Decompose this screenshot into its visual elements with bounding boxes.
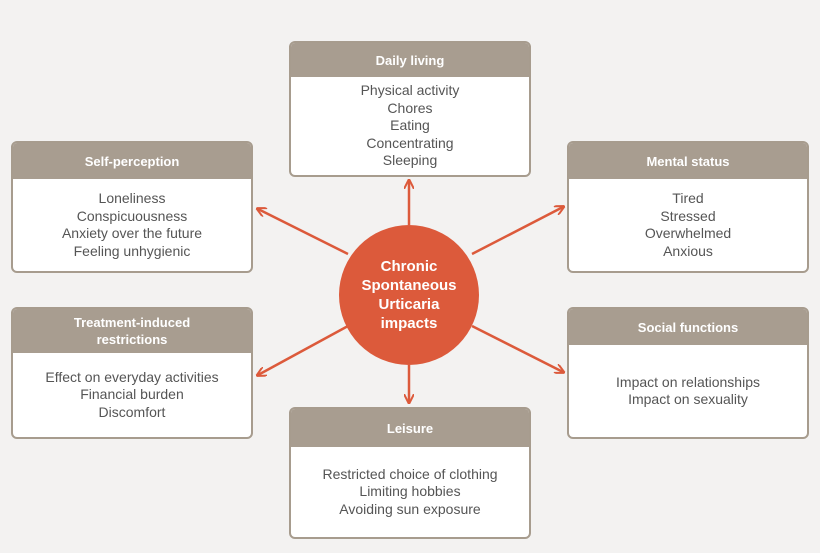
- list-item: Discomfort: [98, 403, 166, 420]
- list-item: Tired: [672, 190, 704, 206]
- center-circle: Chronic Spontaneous Urticaria impacts: [339, 225, 479, 365]
- arrow-to-mental-status: [471, 207, 563, 256]
- list-item: Chores: [387, 99, 433, 116]
- list-item: Impact on sexuality: [628, 391, 748, 407]
- mental-status-header: Mental status: [569, 143, 807, 179]
- list-item: Overwhelmed: [644, 225, 732, 241]
- list-item: Loneliness: [98, 190, 166, 206]
- mental-status-list: Tired Stressed Overwhelmed Anxious: [569, 179, 807, 271]
- leisure-header: Leisure: [291, 409, 529, 447]
- self-perception-list: Loneliness Conspicuousness Anxiety over …: [13, 179, 251, 271]
- treatment-restrictions-header: Treatment-induced restrictions: [13, 309, 251, 353]
- arrow-to-treatment-restrictions: [258, 324, 349, 375]
- daily-living-box: Daily living Physical activity Chores Ea…: [289, 41, 531, 177]
- self-perception-box: Self-perception Loneliness Conspicuousne…: [11, 141, 253, 273]
- list-item: Anxious: [663, 242, 713, 259]
- daily-living-list: Physical activity Chores Eating Concentr…: [291, 77, 529, 175]
- leisure-box: Leisure Restricted choice of clothing Li…: [289, 407, 531, 539]
- list-item: Avoiding sun exposure: [339, 500, 481, 517]
- daily-living-header: Daily living: [291, 43, 529, 77]
- social-functions-header: Social functions: [569, 309, 807, 345]
- treatment-restrictions-list: Effect on everyday activities Financial …: [13, 353, 251, 437]
- list-item: Feeling unhygienic: [73, 242, 191, 259]
- social-functions-list: Impact on relationships Impact on sexual…: [569, 345, 807, 437]
- list-item: Financial burden: [80, 386, 184, 403]
- list-item: Concentrating: [366, 134, 454, 151]
- self-perception-header: Self-perception: [13, 143, 251, 179]
- list-item: Effect on everyday activities: [45, 368, 219, 385]
- list-item: Sleeping: [382, 152, 438, 169]
- list-item: Eating: [390, 117, 430, 134]
- social-functions-box: Social functions Impact on relationships…: [567, 307, 809, 439]
- center-label: Chronic Spontaneous Urticaria impacts: [361, 258, 457, 332]
- list-item: Stressed: [660, 207, 716, 224]
- mental-status-box: Mental status Tired Stressed Overwhelmed…: [567, 141, 809, 273]
- arrow-to-social-functions: [471, 324, 563, 372]
- treatment-restrictions-box: Treatment-induced restrictions Effect on…: [11, 307, 253, 439]
- list-item: Restricted choice of clothing: [322, 465, 498, 482]
- leisure-list: Restricted choice of clothing Limiting h…: [291, 447, 529, 537]
- list-item: Impact on relationships: [616, 373, 760, 390]
- list-item: Conspicuousness: [76, 207, 188, 224]
- arrow-to-self-perception: [258, 209, 349, 256]
- list-item: Limiting hobbies: [359, 483, 461, 500]
- list-item: Physical activity: [360, 82, 460, 99]
- list-item: Anxiety over the future: [61, 225, 203, 241]
